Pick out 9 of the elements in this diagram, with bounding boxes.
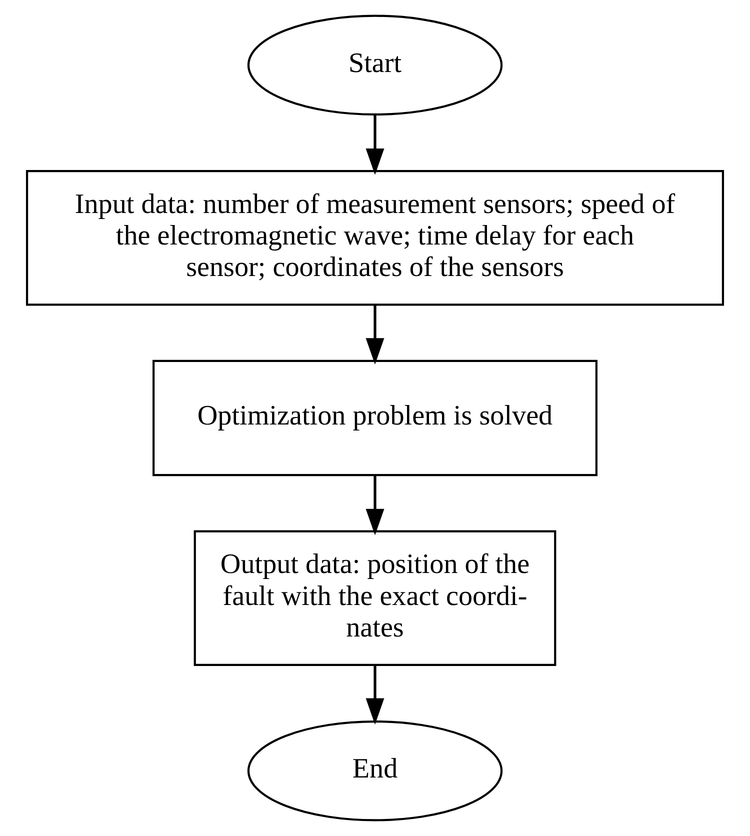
arrow <box>366 475 384 536</box>
node-ellipse: Start <box>247 14 503 116</box>
node-box: Optimization problem is solved <box>152 360 598 476</box>
node-ellipse: End <box>247 720 503 822</box>
arrow <box>366 114 384 175</box>
arrow <box>366 304 384 365</box>
node-box: Output data: position of the fault with the exact coordi- nates <box>194 530 556 666</box>
node-box: Input data: number of measurement sensors; speed of the electromagnetic wave; time delay for each sensor; coordinates of the sensors <box>26 170 724 306</box>
arrow <box>366 665 384 725</box>
